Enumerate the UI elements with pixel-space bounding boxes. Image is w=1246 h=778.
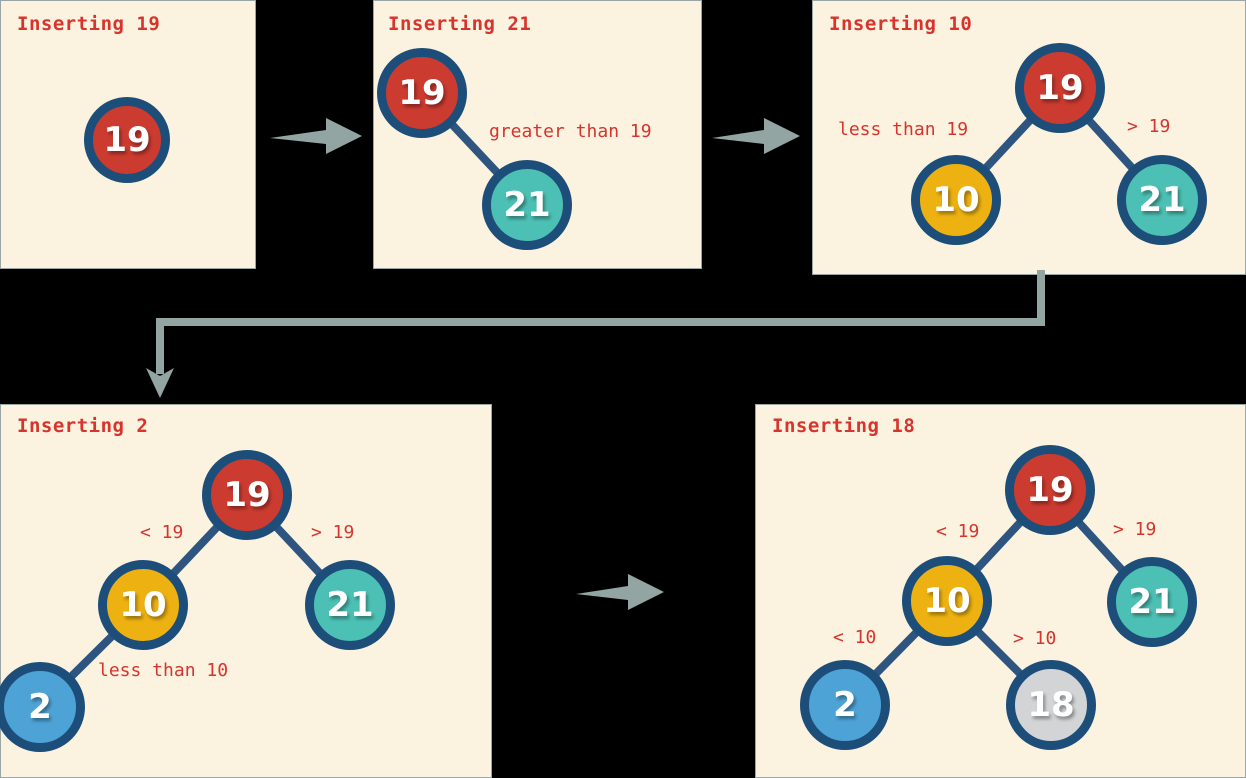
panel-insert-18-node-10: 10 (902, 556, 992, 646)
panel-title: Inserting 19 (17, 13, 161, 35)
panel-insert-18-node-19: 19 (1005, 445, 1095, 535)
panel-insert-19-node-19: 19 (84, 97, 170, 183)
panel-insert-2-node-19: 19 (202, 450, 292, 540)
arrow-step4-to-step5 (576, 574, 664, 610)
panel-insert-18-node-2: 2 (800, 660, 890, 750)
panel-insert-2-edge-label-less-than-10: less than 10 (98, 660, 229, 681)
panel-insert-2-edge-label-gt-19: > 19 (311, 522, 355, 543)
panel-insert-2-node-2: 2 (0, 662, 85, 752)
panel-insert-10-node-19: 19 (1015, 43, 1105, 133)
panel-title: Inserting 10 (829, 13, 973, 35)
panel-insert-18-edge-label-lt-10: < 10 (833, 627, 877, 648)
panel-insert-2-node-21: 21 (305, 560, 395, 650)
arrow-step2-to-step3 (712, 118, 800, 154)
panel-insert-21-edge-label-greater-than-19: greater than 19 (489, 121, 652, 142)
panel-insert-18-edge-label-gt-10: > 10 (1013, 628, 1057, 649)
panel-insert-10-node-10: 10 (911, 155, 1001, 245)
panel-insert-21-node-21: 21 (482, 160, 572, 250)
arrow-step3-to-step4 (146, 270, 1045, 398)
panel-insert-18-edge-label-lt-19: < 19 (936, 521, 980, 542)
panel-insert-10-node-21: 21 (1117, 155, 1207, 245)
panel-insert-10-edge-label-greater-19: > 19 (1127, 116, 1171, 137)
panel-insert-2-edge-label-lt-19: < 19 (140, 522, 184, 543)
panel-insert-10-edge-label-less-than-19: less than 19 (838, 119, 969, 140)
panel-title: Inserting 18 (772, 415, 916, 437)
panel-insert-2-node-10: 10 (98, 560, 188, 650)
panel-insert-18-edge-label-gt-19: > 19 (1113, 519, 1157, 540)
panel-insert-18-node-21: 21 (1107, 557, 1197, 647)
panel-insert-18-node-18: 18 (1006, 660, 1096, 750)
panel-insert-21-node-19: 19 (377, 48, 467, 138)
panel-title: Inserting 21 (388, 13, 532, 35)
panel-insert-19: Inserting 19 (0, 0, 256, 269)
panel-title: Inserting 2 (17, 415, 149, 437)
arrow-step1-to-step2 (270, 118, 362, 154)
